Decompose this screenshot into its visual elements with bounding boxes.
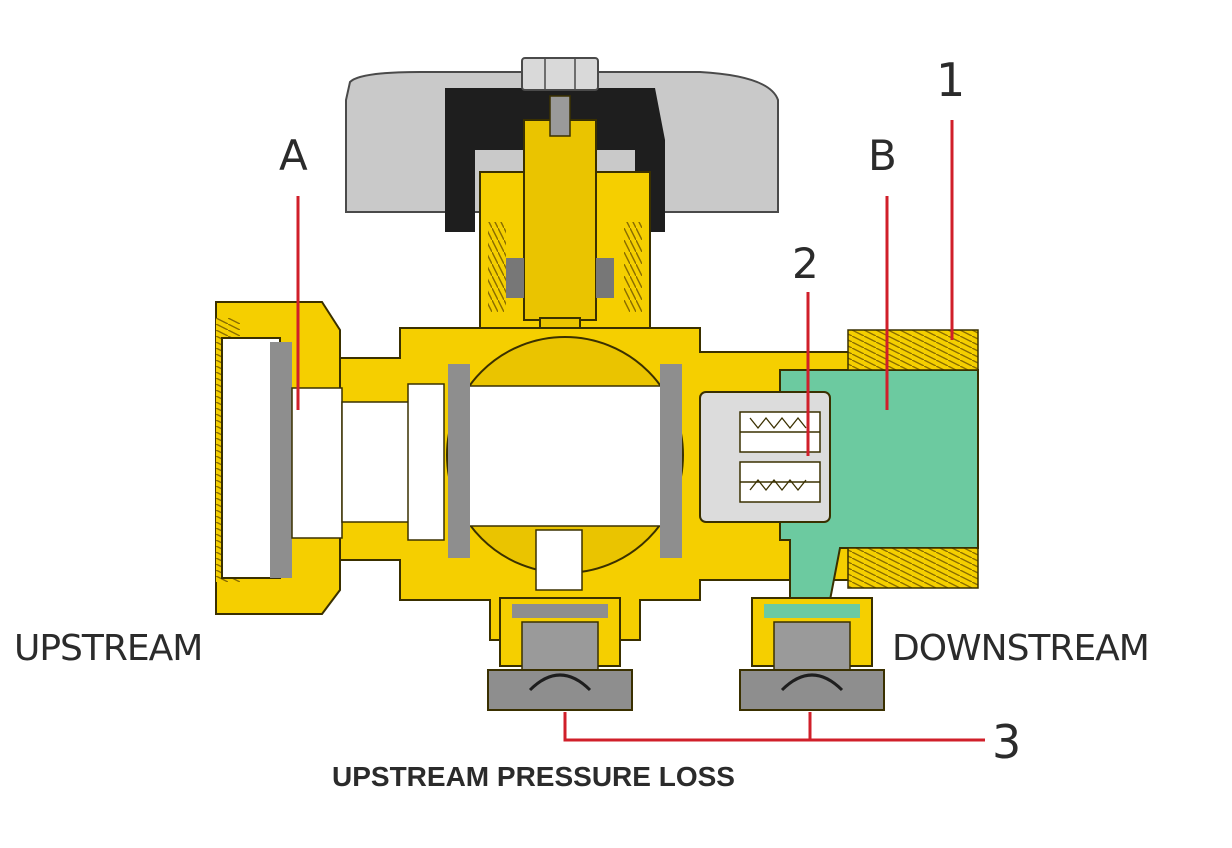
leader-3 [563,712,812,742]
label-upstream: UPSTREAM [14,628,202,669]
label-3: 3 [992,715,1021,769]
test-port-upstream [487,597,633,711]
label-a: A [279,131,308,180]
label-downstream: DOWNSTREAM [892,628,1149,669]
hex-nut [521,57,599,91]
caption-upstream-pressure-loss: UPSTREAM PRESSURE LOSS [332,761,735,792]
check-valve [699,391,831,523]
valve-body [215,301,979,641]
test-port-downstream [739,597,885,711]
label-2: 2 [792,239,819,288]
leader-lines [296,120,985,742]
label-1: 1 [936,53,965,107]
label-b: B [868,131,897,180]
ball-bore [451,385,679,527]
handle-hub [445,88,665,232]
stem [523,119,597,321]
